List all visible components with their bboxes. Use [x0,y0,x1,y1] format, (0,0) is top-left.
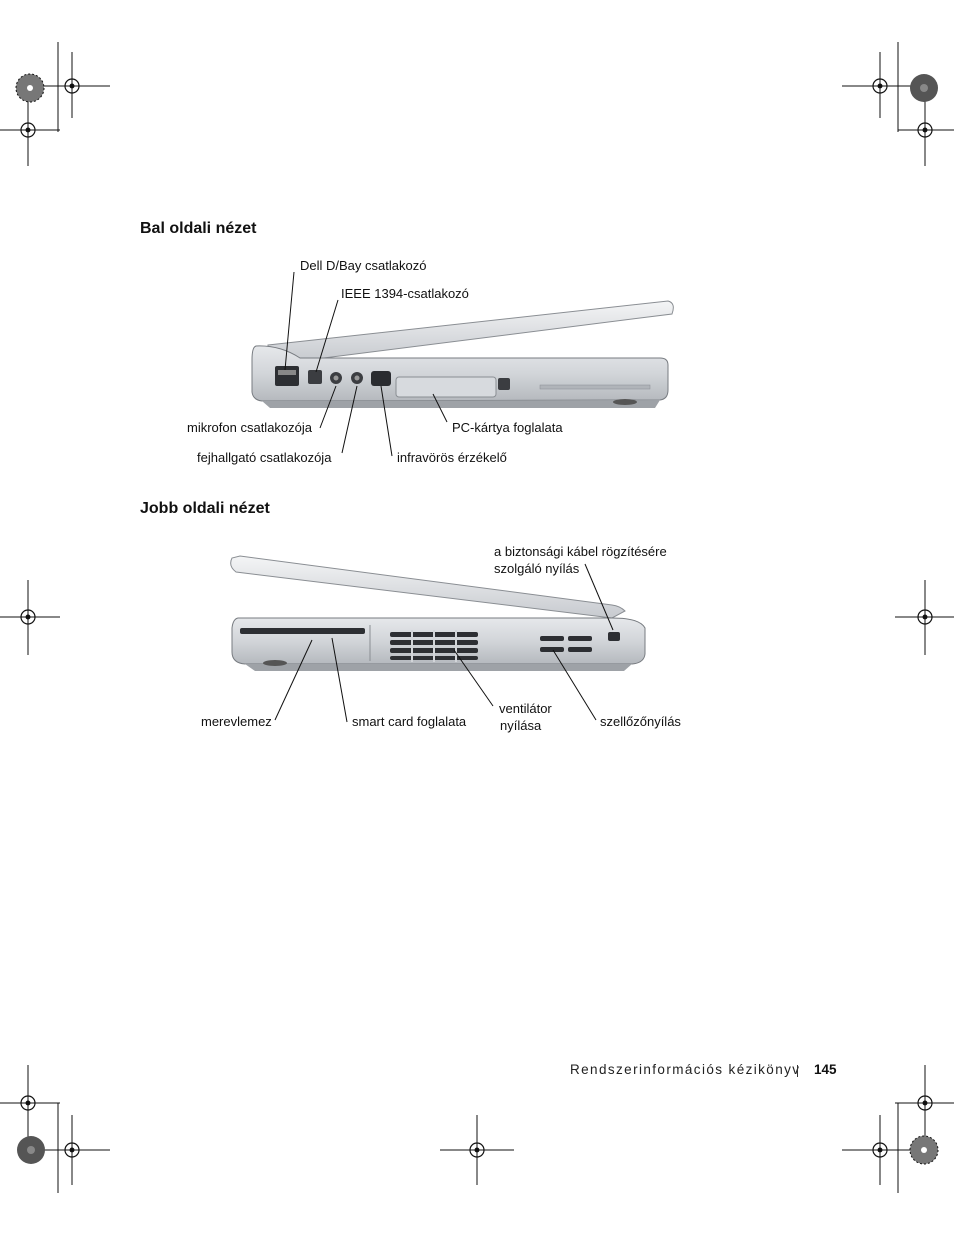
callout-security-cable-slot-line2: szolgáló nyílás [494,561,580,576]
callout-ieee1394-connector: IEEE 1394-csatlakozó [341,286,469,301]
callout-smart-card-slot: smart card foglalata [352,714,467,729]
footer-separator [797,1065,798,1077]
callout-air-vent: szellőzőnyílás [600,714,681,729]
callout-pc-card-slot: PC-kártya foglalata [452,420,563,435]
callout-infrared-sensor: infravörös érzékelő [397,450,507,465]
callout-dbay-connector: Dell D/Bay csatlakozó [300,258,427,273]
right-view-heading: Jobb oldali nézet [140,500,270,517]
callout-headphone-connector: fejhallgató csatlakozója [197,450,332,465]
callout-microphone-connector: mikrofon csatlakozója [187,420,312,435]
callout-security-cable-slot-line1: a biztonsági kábel rögzítésére [494,544,667,559]
footer-book-title: Rendszerinformációs kézikönyv [570,1062,801,1077]
callout-fan-vent-line2: nyílása [500,718,542,733]
left-view-heading: Bal oldali nézet [140,220,257,237]
callout-hard-drive: merevlemez [201,714,272,729]
page-number: 145 [814,1062,837,1077]
callout-fan-vent-line1: ventilátor [499,701,552,716]
